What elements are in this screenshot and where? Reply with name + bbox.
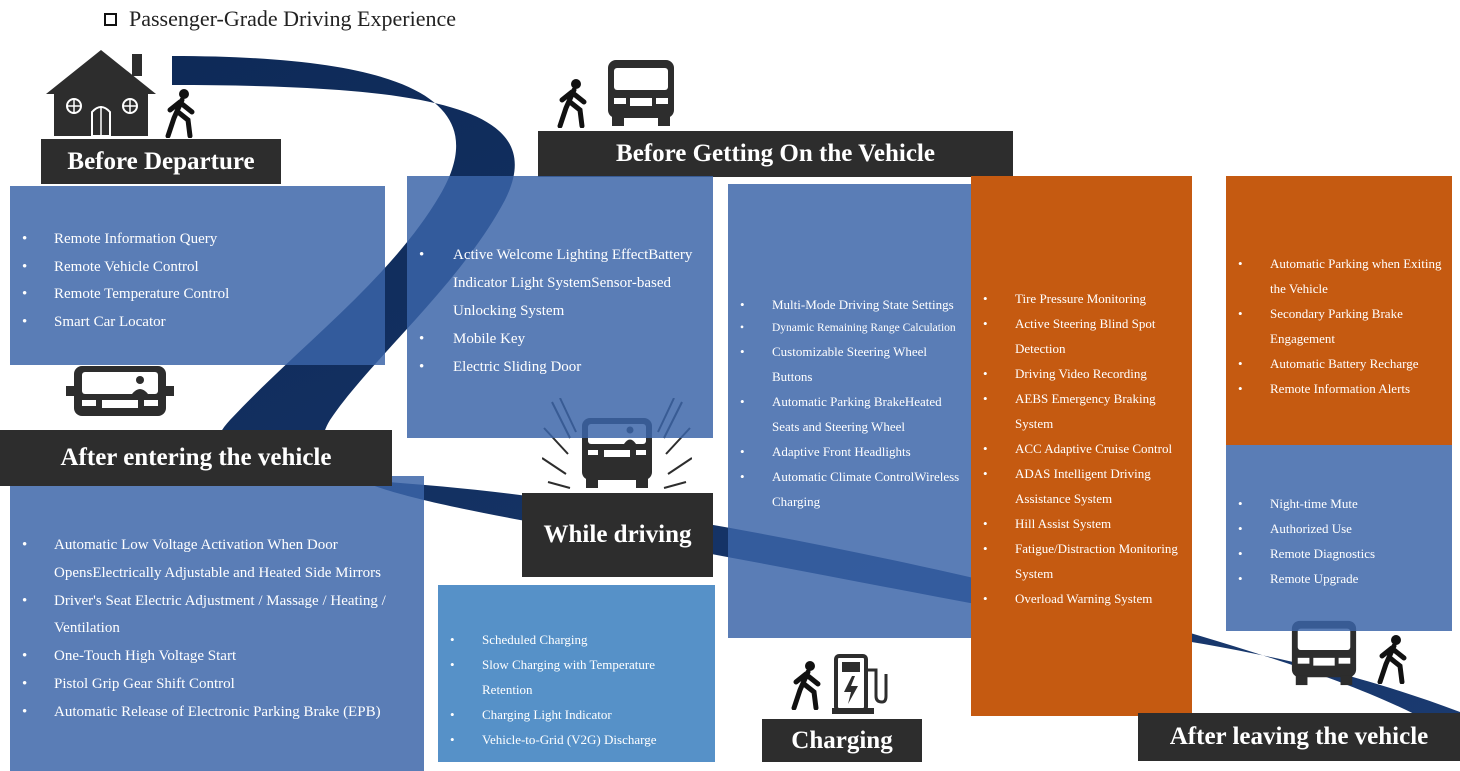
list-item: Automatic Parking BrakeHeated Seats and …	[728, 389, 962, 439]
list-item: One-Touch High Voltage Start	[10, 643, 410, 671]
van-front-driver-icon	[66, 366, 174, 416]
panel-after-leaving-bottom: Night-time Mute Authorized Use Remote Di…	[1226, 445, 1452, 631]
list-item: Electric Sliding Door	[407, 353, 707, 381]
page-title-text: Passenger-Grade Driving Experience	[129, 6, 456, 31]
walking-person-icon	[557, 79, 587, 128]
label-after-leaving: After leaving the vehicle	[1138, 713, 1460, 761]
label-after-entering-text: After entering the vehicle	[60, 444, 332, 471]
list-item: Customizable Steering Wheel Buttons	[728, 339, 962, 389]
list-item: Remote Upgrade	[1226, 566, 1452, 591]
label-before-departure-text: Before Departure	[67, 147, 255, 175]
list-item: Adaptive Front Headlights	[728, 439, 962, 464]
list-item: Remote Vehicle Control	[10, 254, 385, 282]
list-item: Overload Warning System	[971, 586, 1184, 611]
van-front-icon	[608, 60, 674, 126]
list-item: Pistol Grip Gear Shift Control	[10, 671, 410, 699]
after-leaving-bottom-list: Night-time Mute Authorized Use Remote Di…	[1226, 491, 1452, 591]
walking-person-icon	[165, 89, 195, 138]
panel-after-entering: Automatic Low Voltage Activation When Do…	[10, 476, 424, 771]
list-item: Automatic Battery Recharge	[1226, 351, 1442, 376]
walking-person-icon	[791, 661, 821, 710]
label-charging: Charging	[762, 719, 922, 762]
list-item: Automatic Climate ControlWireless Chargi…	[728, 464, 962, 514]
list-item: Mobile Key	[407, 325, 707, 353]
walking-person-icon	[1377, 635, 1407, 684]
list-item: Remote Information Query	[10, 226, 385, 254]
label-while-driving-text: While driving	[543, 521, 692, 548]
list-item: ADAS Intelligent Driving Assistance Syst…	[971, 461, 1184, 511]
list-item: Night-time Mute	[1226, 491, 1452, 516]
label-before-getting-on: Before Getting On the Vehicle	[538, 131, 1013, 177]
panel-before-departure: Remote Information Query Remote Vehicle …	[10, 186, 385, 365]
panel-after-leaving-top: Automatic Parking when Exiting the Vehic…	[1226, 176, 1452, 445]
list-item: Authorized Use	[1226, 516, 1452, 541]
list-item: Vehicle-to-Grid (V2G) Discharge	[438, 727, 707, 752]
list-item: Active Welcome Lighting EffectBattery In…	[407, 241, 707, 325]
label-before-getting-on-text: Before Getting On the Vehicle	[616, 140, 935, 167]
list-item: Hill Assist System	[971, 511, 1184, 536]
list-item: Dynamic Remaining Range Calculation	[728, 317, 962, 339]
list-item: Slow Charging with Temperature Retention	[438, 652, 707, 702]
panel-before-getting-on: Active Welcome Lighting EffectBattery In…	[407, 176, 713, 438]
driving-modes-list: Multi-Mode Driving State Settings Dynami…	[728, 292, 962, 514]
list-item: Smart Car Locator	[10, 309, 385, 337]
charging-list: Scheduled Charging Slow Charging with Te…	[438, 627, 707, 752]
list-item: AEBS Emergency Braking System	[971, 386, 1184, 436]
list-item: Multi-Mode Driving State Settings	[728, 292, 962, 317]
list-item: Tire Pressure Monitoring	[971, 286, 1184, 311]
driving-safety-list: Tire Pressure Monitoring Active Steering…	[971, 286, 1184, 611]
after-entering-list: Automatic Low Voltage Activation When Do…	[10, 532, 410, 727]
before-departure-list: Remote Information Query Remote Vehicle …	[10, 226, 385, 336]
after-leaving-top-list: Automatic Parking when Exiting the Vehic…	[1226, 251, 1442, 401]
list-item: Automatic Low Voltage Activation When Do…	[10, 532, 410, 588]
label-before-departure: Before Departure	[41, 139, 281, 184]
list-item: Driver's Seat Electric Adjustment / Mass…	[10, 588, 410, 644]
list-item: Charging Light Indicator	[438, 702, 707, 727]
list-item: Fatigue/Distraction Monitoring System	[971, 536, 1184, 586]
list-item: Active Steering Blind Spot Detection	[971, 311, 1184, 361]
label-while-driving: While driving	[522, 493, 713, 577]
house-icon	[46, 50, 156, 136]
panel-driving-safety: Tire Pressure Monitoring Active Steering…	[971, 176, 1192, 716]
checkbox-icon	[104, 12, 117, 26]
list-item: ACC Adaptive Cruise Control	[971, 436, 1184, 461]
list-item: Remote Information Alerts	[1226, 376, 1442, 401]
list-item: Automatic Release of Electronic Parking …	[10, 699, 410, 727]
list-item: Remote Temperature Control	[10, 281, 385, 309]
panel-charging: Scheduled Charging Slow Charging with Te…	[438, 585, 715, 762]
charging-station-icon	[832, 654, 888, 714]
label-after-leaving-text: After leaving the vehicle	[1169, 723, 1429, 750]
before-getting-on-list: Active Welcome Lighting EffectBattery In…	[407, 241, 707, 381]
list-item: Secondary Parking Brake Engagement	[1226, 301, 1442, 351]
panel-driving-modes: Multi-Mode Driving State Settings Dynami…	[728, 184, 972, 638]
van-front-icon	[1291, 620, 1357, 686]
page-title: Passenger-Grade Driving Experience	[104, 6, 456, 32]
list-item: Automatic Parking when Exiting the Vehic…	[1226, 251, 1442, 301]
list-item: Driving Video Recording	[971, 361, 1184, 386]
label-after-entering: After entering the vehicle	[0, 430, 392, 486]
list-item: Scheduled Charging	[438, 627, 707, 652]
label-charging-text: Charging	[791, 726, 893, 754]
list-item: Remote Diagnostics	[1226, 541, 1452, 566]
